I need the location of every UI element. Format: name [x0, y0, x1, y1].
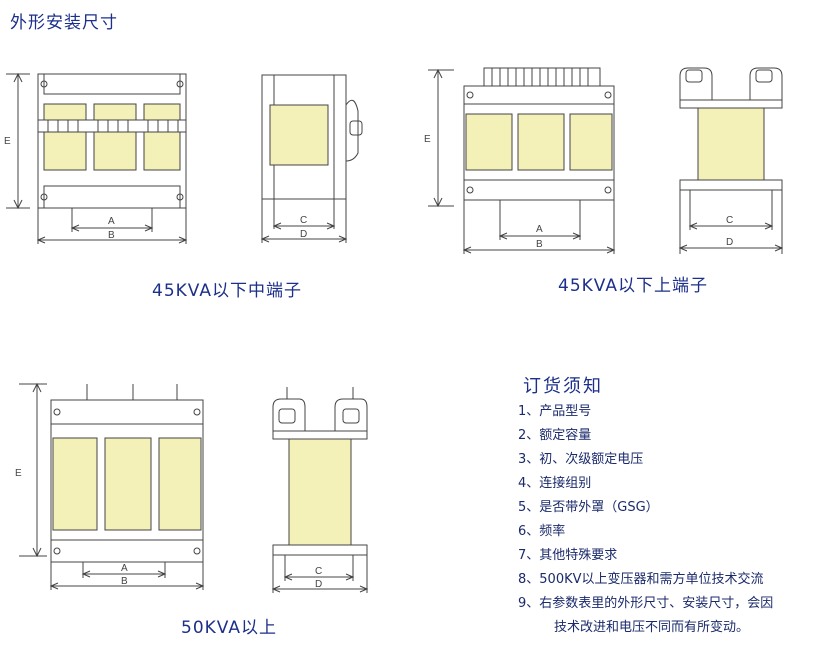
front-view-large: E A B — [15, 382, 205, 590]
dim-label-a: A — [108, 216, 115, 227]
dim-label-e: E — [424, 134, 431, 145]
dim-label-b: B — [108, 230, 115, 241]
dim-label-c: C — [300, 215, 307, 226]
front-view-mid-terminal: E A B — [4, 72, 188, 244]
dim-label-c: C — [315, 566, 322, 577]
dim-label-e: E — [4, 136, 11, 147]
front-view-top-terminal: E A B — [424, 67, 616, 254]
list-item: 9、右参数表里的外形尺寸、安装尺寸，会因 — [518, 596, 774, 611]
list-item: 7、其他特殊要求 — [518, 548, 618, 563]
dim-label-d: D — [300, 229, 307, 240]
dim-label-d: D — [726, 237, 733, 248]
side-view-top-terminal: C D — [678, 67, 784, 254]
notes-list: 1、产品型号 2、额定容量 3、初、次级额定电压 4、连接组别 5、是否带外罩（… — [518, 402, 773, 642]
notes-title: 订货须知 — [523, 376, 603, 397]
list-item: 技术改进和电压不同而有所变动。 — [554, 620, 750, 635]
dim-label-b: B — [536, 239, 543, 250]
side-view-mid-terminal: C D — [260, 74, 363, 243]
caption-large: 50KVA以上 — [181, 618, 277, 638]
list-item: 1、产品型号 — [518, 404, 592, 419]
list-item: 8、500KV以上变压器和需方单位技术交流 — [518, 572, 764, 587]
list-item: 4、连接组别 — [518, 476, 592, 491]
dim-label-a: A — [536, 224, 543, 235]
dim-label-c: C — [726, 215, 733, 226]
dim-label-d: D — [315, 579, 322, 590]
caption-top-terminal: 45KVA以下上端子 — [558, 276, 708, 296]
dim-label-e: E — [15, 468, 22, 479]
side-view-large: C D — [271, 387, 369, 593]
list-item: 5、是否带外罩（GSG） — [518, 500, 659, 515]
caption-mid-terminal: 45KVA以下中端子 — [152, 281, 302, 301]
list-item: 2、额定容量 — [518, 428, 592, 443]
list-item: 6、频率 — [518, 524, 566, 539]
list-item: 3、初、次级额定电压 — [518, 452, 644, 467]
dim-label-a: A — [121, 563, 128, 574]
page-title: 外形安装尺寸 — [10, 13, 118, 33]
dim-label-b: B — [121, 576, 128, 587]
